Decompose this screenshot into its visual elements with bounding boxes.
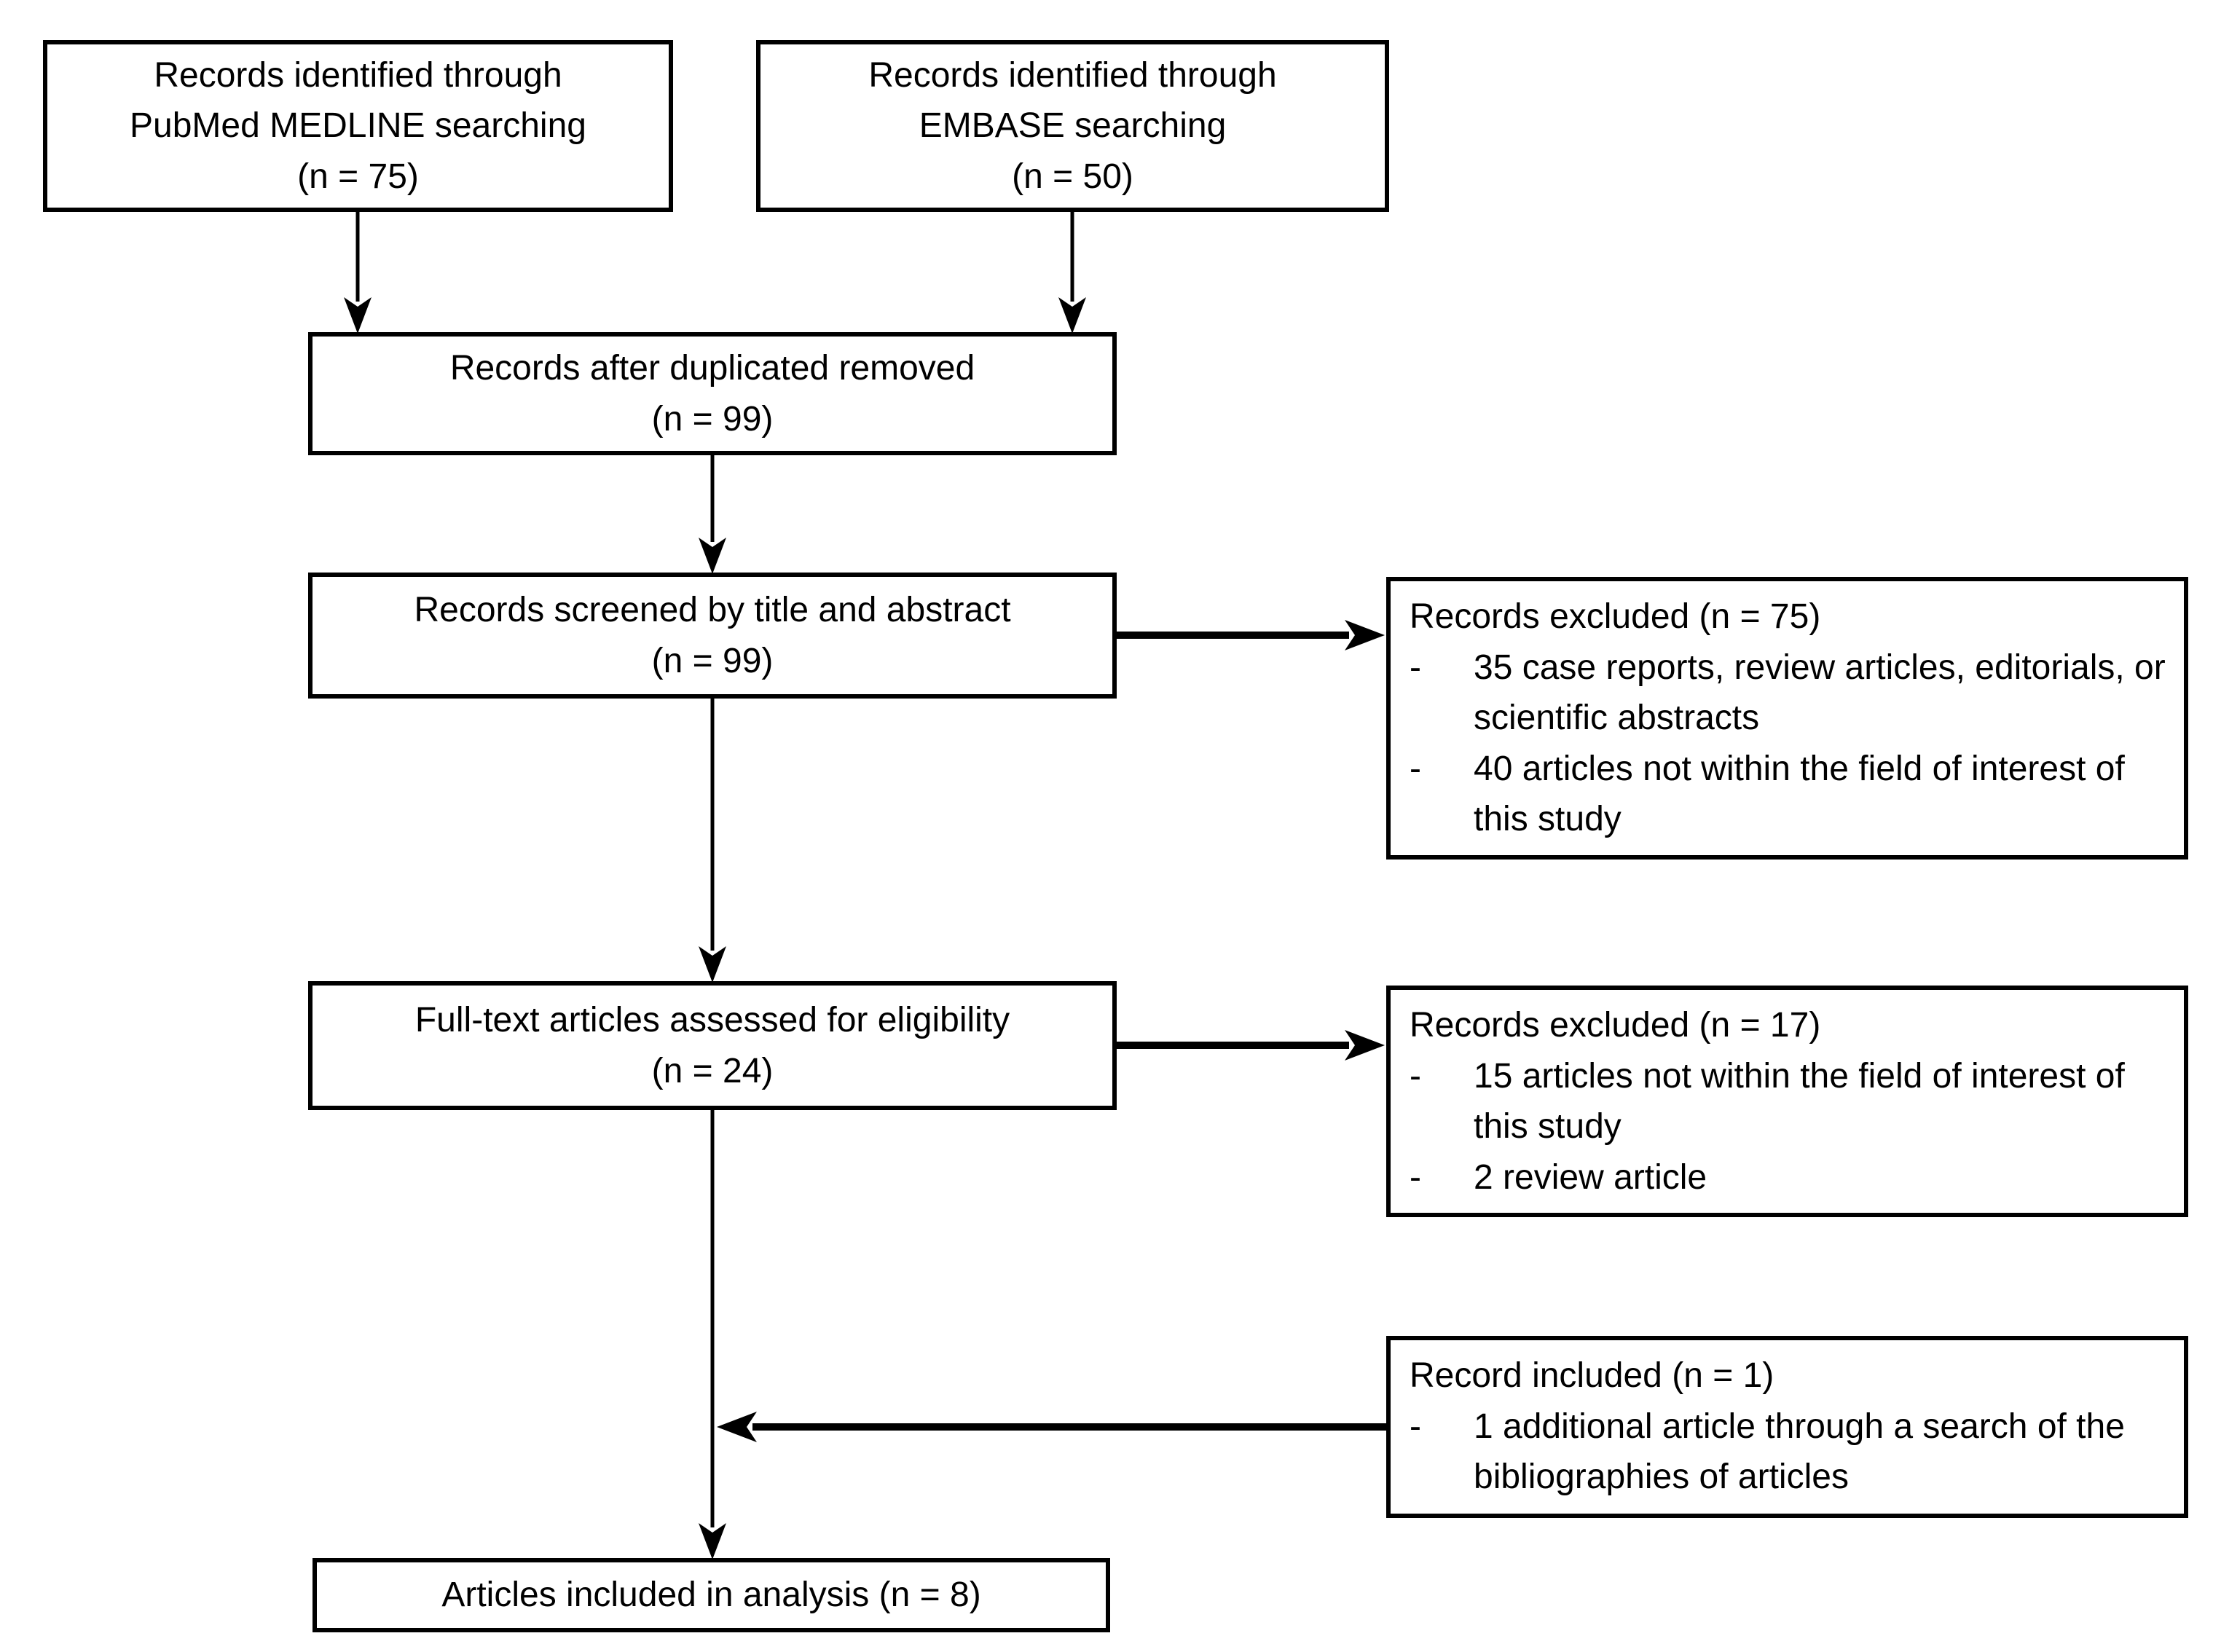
box-count: (n = 75) [297, 157, 419, 196]
box-line: Records after duplicated removed [449, 348, 975, 388]
bullet-dash: - [1410, 1407, 1421, 1446]
box-line: Records identified through [868, 55, 1277, 95]
box-title: Records excluded (n = 17) [1410, 1006, 1821, 1045]
bullet-item: - 1 additional article through a search … [1410, 1401, 2168, 1503]
arrow-fulltext-to-excluded [1117, 1030, 1385, 1061]
box-records-excluded-fulltext: Records excluded (n = 17) - 15 articles … [1386, 986, 2188, 1218]
arrow-included-to-trunk [717, 1412, 1386, 1442]
box-articles-included-analysis: Articles included in analysis (n = 8) [313, 1558, 1110, 1632]
bullet-text: 35 case reports, review articles, editor… [1474, 648, 2166, 738]
bullet-text: 1 additional article through a search of… [1474, 1407, 2125, 1497]
bullet-dash: - [1410, 648, 1421, 687]
arrow-pubmed-to-duplicates [344, 212, 372, 334]
box-screened-title-abstract: Records screened by title and abstract (… [308, 573, 1117, 699]
bullet-text: 2 review article [1474, 1157, 1707, 1197]
box-line: PubMed MEDLINE searching [130, 106, 586, 146]
box-identified-pubmed: Records identified through PubMed MEDLIN… [43, 40, 673, 212]
box-record-included-bibliography: Record included (n = 1) - 1 additional a… [1386, 1336, 2188, 1518]
box-count: (n = 50) [1012, 157, 1133, 196]
box-title: Records excluded (n = 75) [1410, 597, 1821, 636]
arrow-embase-to-duplicates [1058, 212, 1086, 334]
arrow-fulltext-to-final [699, 1110, 726, 1559]
bullet-dash: - [1410, 1056, 1421, 1096]
box-records-excluded-screening: Records excluded (n = 75) - 35 case repo… [1386, 577, 2188, 860]
box-line: EMBASE searching [919, 106, 1227, 146]
bullet-item: - 2 review article [1410, 1152, 2168, 1203]
box-line: Records screened by title and abstract [414, 590, 1011, 629]
box-fulltext-assessed: Full-text articles assessed for eligibil… [308, 981, 1117, 1110]
box-title: Record included (n = 1) [1410, 1356, 1774, 1395]
arrow-screened-to-excluded [1117, 620, 1385, 650]
box-line: Full-text articles assessed for eligibil… [414, 1000, 1010, 1039]
bullet-text: 40 articles not within the field of inte… [1474, 749, 2125, 839]
bullet-item: - 15 articles not within the field of in… [1410, 1051, 2168, 1152]
box-after-duplicates-removed: Records after duplicated removed (n = 99… [308, 332, 1117, 455]
box-identified-embase: Records identified through EMBASE search… [756, 40, 1389, 212]
bullet-item: - 35 case reports, review articles, edit… [1410, 642, 2168, 744]
box-count: (n = 99) [651, 641, 774, 680]
box-count: (n = 24) [651, 1051, 774, 1090]
box-line: Records identified through [154, 55, 562, 95]
box-line: Articles included in analysis (n = 8) [441, 1576, 981, 1615]
bullet-dash: - [1410, 749, 1421, 788]
bullet-dash: - [1410, 1157, 1421, 1197]
box-count: (n = 99) [651, 399, 774, 438]
bullet-text: 15 articles not within the field of inte… [1474, 1056, 2125, 1146]
bullet-item: - 40 articles not within the field of in… [1410, 744, 2168, 845]
arrow-screened-to-fulltext [699, 699, 726, 983]
arrow-duplicates-to-screened [699, 455, 726, 574]
